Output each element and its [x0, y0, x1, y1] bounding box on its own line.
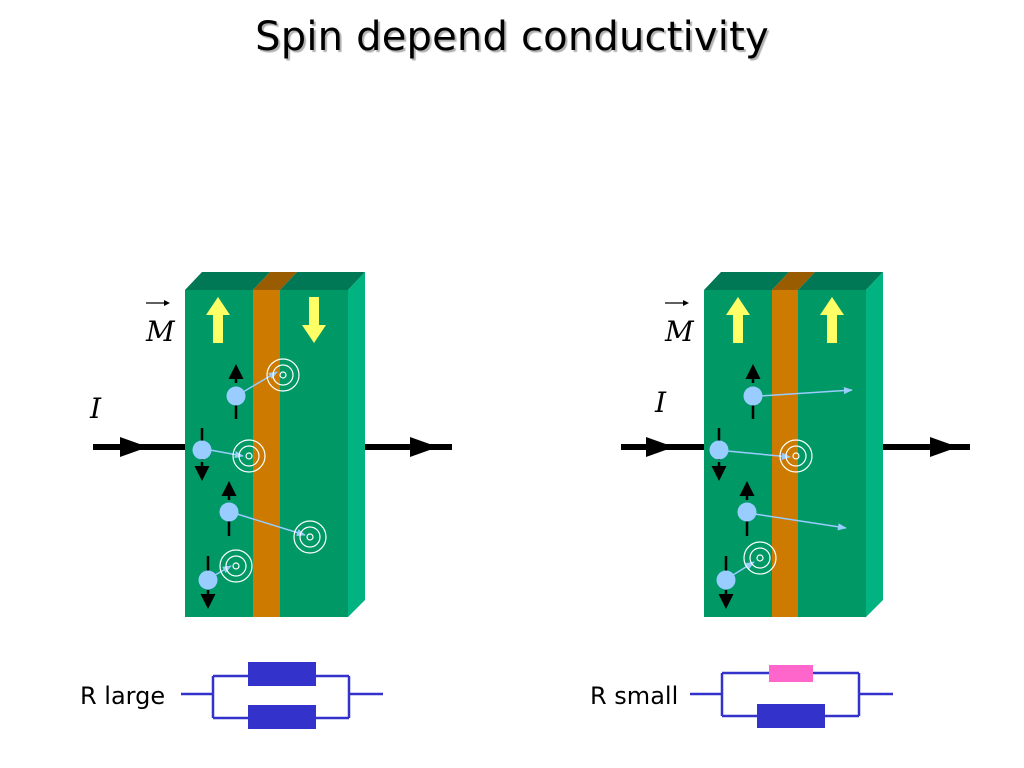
block-top-right	[280, 272, 365, 290]
block-top-right	[798, 272, 883, 290]
current-in-arrow	[93, 437, 186, 457]
electron-2	[709, 428, 791, 481]
electron-3	[737, 481, 847, 536]
scattering-site	[219, 549, 253, 583]
current-in-arrow	[621, 437, 704, 457]
resistor-low-upper	[769, 665, 813, 682]
electron-4	[716, 556, 755, 609]
scattering-site	[232, 439, 266, 473]
scattering-site	[743, 541, 777, 575]
resistor-high-lower	[248, 705, 316, 729]
current-out-arrow	[358, 437, 452, 457]
current-out-arrow	[877, 437, 970, 457]
multilayer-block	[704, 272, 883, 617]
ferromagnet-layer-right	[280, 290, 348, 617]
magnetization-label: M	[664, 300, 695, 348]
scattering-site	[293, 520, 327, 554]
block-side	[866, 272, 883, 617]
svg-text:M: M	[145, 315, 176, 348]
panel-parallel: M I	[590, 272, 970, 728]
ferromagnet-layer-right	[798, 290, 866, 617]
scattering-site	[266, 358, 300, 392]
resistor-high-upper	[248, 662, 316, 686]
current-label: I	[89, 392, 102, 425]
panel-antiparallel: M I	[80, 272, 452, 729]
block-top-spacer	[772, 272, 815, 290]
electron-1	[226, 364, 278, 419]
magnetization-up-arrow	[206, 297, 230, 343]
magnetization-up-arrow	[726, 297, 750, 343]
resistor-high-lower	[757, 704, 825, 728]
magnetization-label: M	[145, 300, 176, 348]
scattering-site	[779, 439, 813, 473]
magnetization-down-arrow	[302, 297, 326, 343]
block-side	[348, 272, 365, 617]
block-top-left	[704, 272, 789, 290]
electron-1	[743, 364, 853, 419]
resistance-label-large: R large	[80, 682, 165, 710]
resistance-label-small: R small	[590, 682, 678, 710]
multilayer-block	[185, 272, 365, 617]
current-label: I	[654, 386, 667, 419]
svg-text:M: M	[664, 315, 695, 348]
electron-3	[219, 481, 306, 537]
block-top-left	[185, 272, 270, 290]
slide-title: Spin depend conductivity	[255, 14, 769, 60]
electron-4	[198, 556, 232, 609]
block-top-spacer	[253, 272, 297, 290]
magnetization-up-arrow	[820, 297, 844, 343]
electron-2	[192, 428, 244, 481]
spacer-layer	[253, 290, 280, 617]
